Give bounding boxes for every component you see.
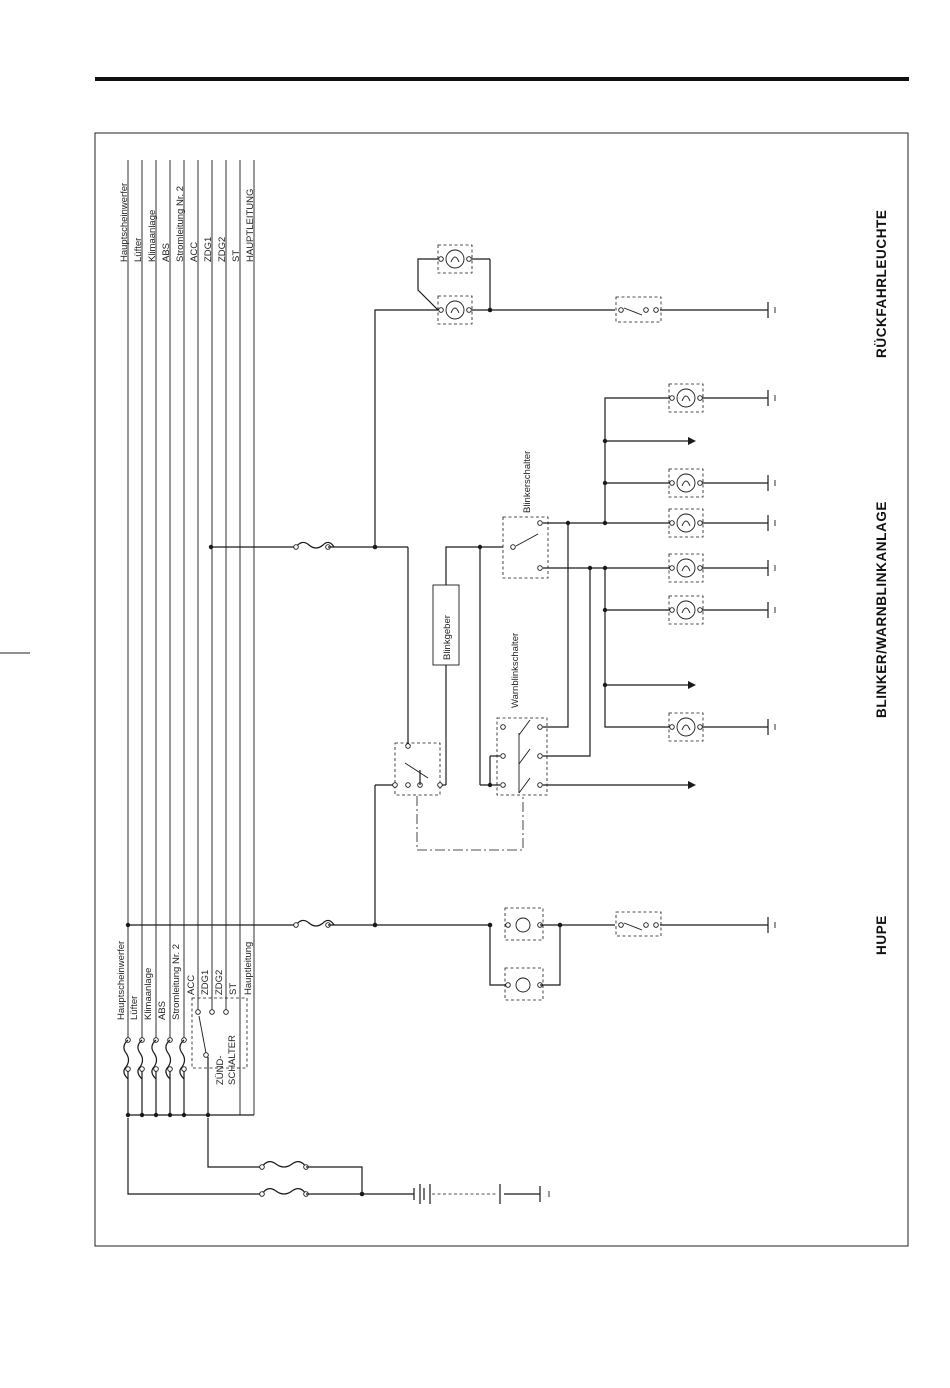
battery-feed — [128, 1118, 549, 1204]
bus-label-top-1: Lüfter — [133, 238, 144, 262]
lamp-turn-4 — [669, 554, 775, 582]
bus-label-top-6: ZDG1 — [203, 237, 214, 262]
bus-label-top-4: Stromleitung Nr. 2 — [175, 186, 186, 262]
lamp-reverse-1 — [438, 245, 472, 273]
bus-label-top-2: Klimaanlage — [147, 210, 158, 262]
bus-label-top-0: Hauptscheinwerfer — [119, 183, 130, 262]
bus-label-top-9: HAUPTLEITUNG — [245, 189, 256, 262]
hazard-switch-label: Warnblinkschalter — [510, 633, 521, 708]
bus-label-top-7: ZDG2 — [217, 237, 228, 262]
header-rule — [95, 77, 909, 81]
bus-label-top-5: ACC — [189, 242, 200, 262]
bus-label-bottom-6: ZDG1 — [200, 970, 211, 995]
turn-hazard-circuit: Blinkgeber Blinkerschalter Warnblinkscha… — [211, 398, 696, 850]
horn-circuit — [128, 785, 775, 1000]
bus-labels-top: Hauptscheinwerfer Lüfter Klimaanlage ABS… — [119, 183, 256, 262]
lamp-turn-5 — [669, 596, 775, 624]
bus-fuses — [124, 1038, 208, 1115]
bus-label-bottom-9: Hauptleitung — [243, 942, 254, 995]
bus-label-bottom-1: Lüfter — [129, 996, 140, 1020]
ignition-switch: ZÜND- SCHALTER — [192, 998, 247, 1085]
bus-label-bottom-5: ACC — [186, 975, 197, 995]
lamp-turn-2 — [669, 469, 775, 497]
ignition-label-1: ZÜND- — [215, 1055, 226, 1085]
bus-label-bottom-8: ST — [228, 983, 239, 995]
turn-switch-label: Blinkerschalter — [522, 451, 533, 513]
section-turn-hazard: BLINKER/WARNBLINKANLAGE — [874, 501, 889, 718]
bus-label-top-8: ST — [231, 250, 242, 262]
bus-label-bottom-4: Stromleitung Nr. 2 — [171, 944, 182, 1020]
bus-label-bottom-0: Hauptscheinwerfer — [116, 941, 127, 1020]
bus-label-bottom-3: ABS — [157, 1001, 168, 1020]
lamp-turn-1 — [669, 384, 775, 412]
bus-labels-bottom: Hauptscheinwerfer Lüfter Klimaanlage ABS… — [116, 941, 254, 1020]
lamp-turn-6 — [669, 713, 775, 741]
reverse-light-circuit — [375, 259, 775, 547]
ignition-label-2: SCHALTER — [227, 1035, 238, 1085]
section-reverse-light: RÜCKFAHRLEUCHTE — [874, 210, 889, 359]
bus-junctions — [126, 545, 254, 1117]
bus-label-bottom-7: ZDG2 — [214, 970, 225, 995]
lamps — [438, 245, 775, 741]
flasher-unit-label: Blinkgeber — [442, 615, 453, 660]
bus-label-bottom-2: Klimaanlage — [143, 968, 154, 1020]
lamp-turn-3 — [669, 509, 775, 537]
lamp-reverse-2 — [438, 296, 472, 324]
bus-label-top-3: ABS — [161, 243, 172, 262]
section-horn: HUPE — [874, 915, 889, 955]
